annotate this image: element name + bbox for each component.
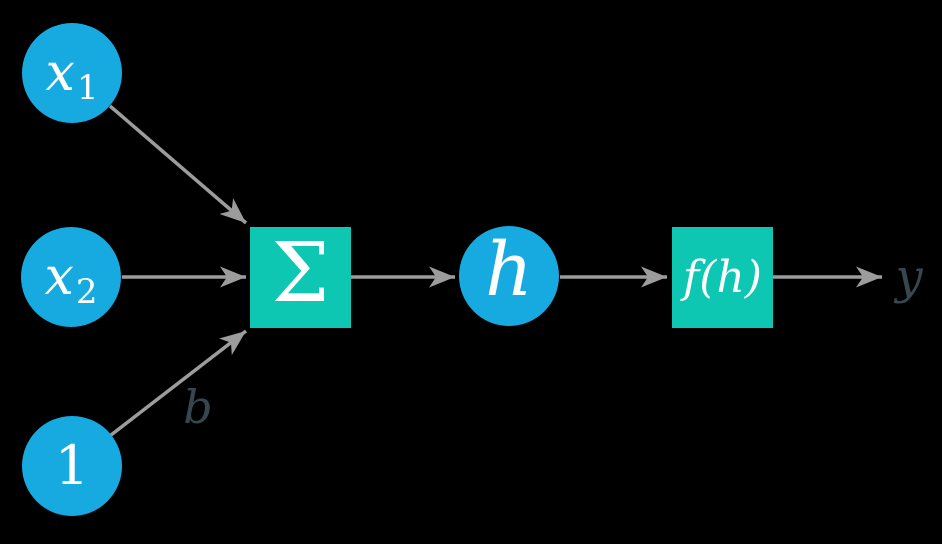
edge-bias-to-sum (109, 329, 248, 437)
hidden-node-h: h (459, 226, 559, 326)
sigma-symbol: Σ (271, 225, 330, 321)
output-label: y (895, 249, 923, 305)
x2-label: x (44, 247, 74, 307)
h-label: h (485, 227, 533, 313)
summation-box: Σ (250, 227, 351, 328)
activation-label: f(h) (683, 251, 762, 303)
activation-box: f(h) (672, 227, 773, 328)
x1-label: x (45, 43, 75, 103)
x1-subscript: 1 (76, 68, 99, 108)
bias-label: 1 (54, 434, 90, 497)
bias-node: 1 (22, 416, 122, 516)
edge-x1-to-sum (108, 104, 248, 225)
bias-weight-label: b (183, 380, 213, 434)
x2-subscript: 2 (75, 272, 98, 312)
